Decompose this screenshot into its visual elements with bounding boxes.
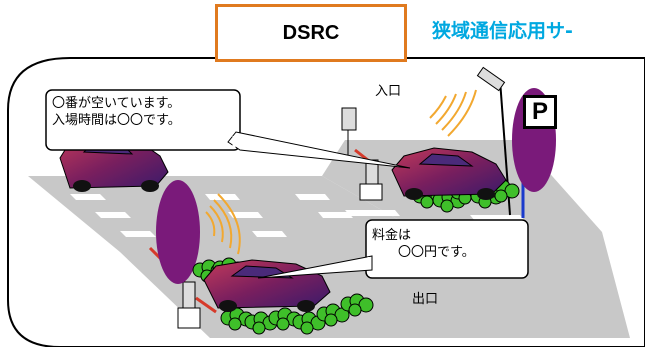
exit-label: 出口 xyxy=(412,292,439,307)
subtitle: 狭域通信応用サ- xyxy=(432,20,573,42)
scene-frame xyxy=(7,57,645,347)
bubble-entry-shape xyxy=(45,89,411,169)
exit-antenna xyxy=(156,180,200,284)
title-box: DSRC xyxy=(215,4,407,62)
car-entering xyxy=(391,147,507,200)
bubble-entry-text: 〇番が空いています。 入場時間は〇〇です。 xyxy=(52,96,181,128)
entrance-label: 入口 xyxy=(375,84,402,99)
lane-markings xyxy=(70,194,525,237)
parking-sign: P xyxy=(523,95,557,129)
bubble-exit-text: 料金は 〇〇円です。 xyxy=(372,228,475,260)
bubble-exit-shape xyxy=(257,219,529,279)
entrance-gate xyxy=(341,107,383,201)
exit-signal-waves xyxy=(205,193,241,255)
entrance-signal-waves xyxy=(429,89,477,137)
